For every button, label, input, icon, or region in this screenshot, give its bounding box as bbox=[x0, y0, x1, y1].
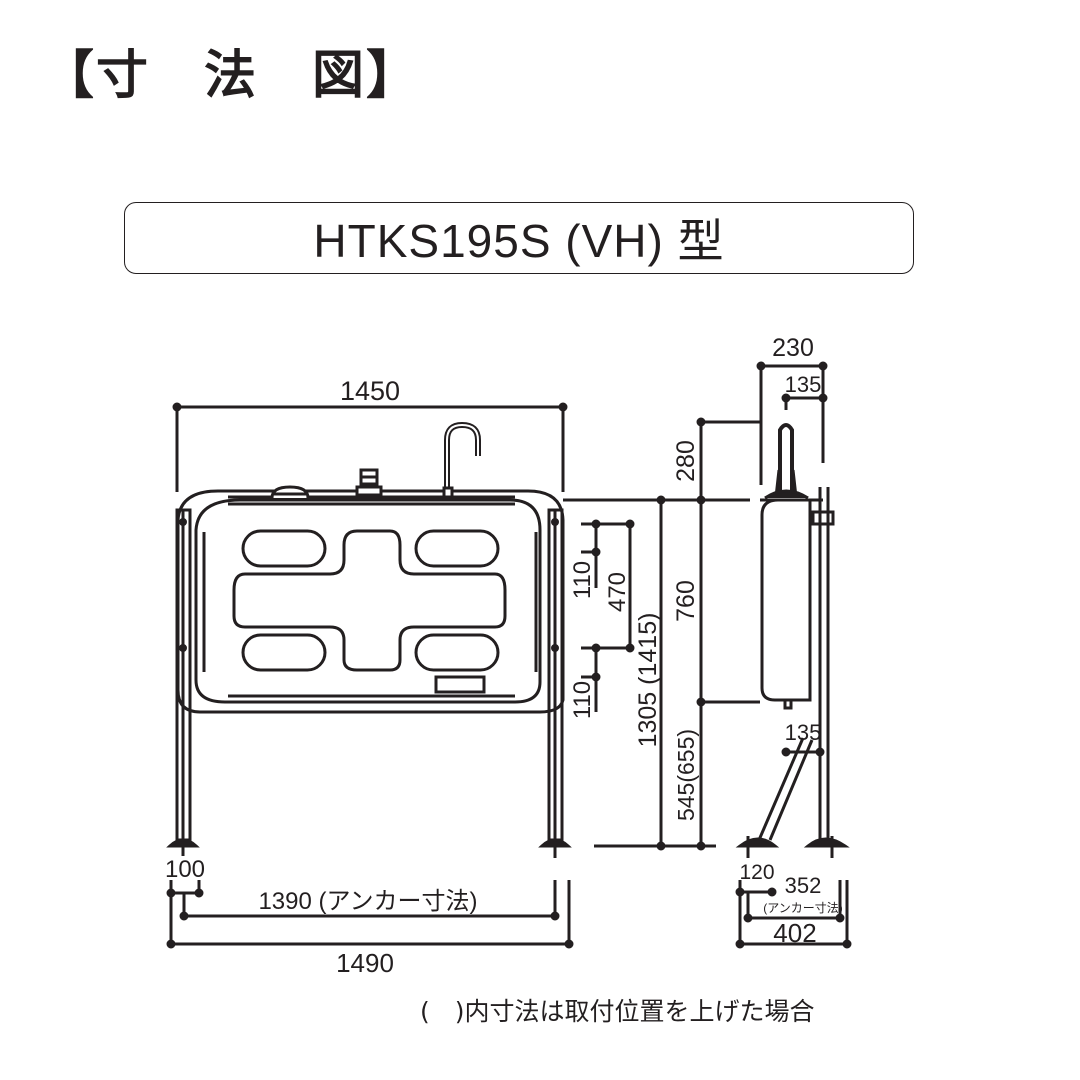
dim-120-label: 120 bbox=[739, 861, 774, 884]
dim-1305 bbox=[563, 495, 750, 851]
side-legs bbox=[735, 487, 850, 858]
dim-135-top-label: 135 bbox=[785, 372, 822, 397]
dim-352-note: (アンカー寸法) bbox=[763, 901, 843, 915]
dim-230-135 bbox=[756, 361, 828, 485]
dim-352-label: 352 bbox=[785, 873, 822, 898]
dim-135-brace bbox=[781, 747, 825, 757]
page-heading: 【寸 法 図】 bbox=[42, 46, 421, 106]
dim-bottom-side bbox=[735, 880, 852, 949]
dim-402-label: 402 bbox=[773, 918, 816, 948]
dim-1450 bbox=[172, 402, 568, 492]
dim-1490-label: 1490 bbox=[336, 948, 394, 978]
model-title-box: HTKS195S (VH) 型 bbox=[124, 202, 914, 274]
dim-1450-label: 1450 bbox=[340, 376, 400, 406]
side-tank bbox=[760, 423, 823, 710]
front-view: 1450 bbox=[165, 376, 750, 978]
dim-470-label: 470 bbox=[604, 572, 631, 612]
footnote: ( )内寸法は取付位置を上げた場合 bbox=[420, 997, 815, 1026]
dim-280-label: 280 bbox=[672, 440, 700, 482]
side-view: 230 135 280 760 545(655) bbox=[672, 334, 852, 949]
dim-470-110 bbox=[581, 519, 635, 712]
front-legs bbox=[166, 508, 572, 858]
dim-1390-label: 1390 (アンカー寸法) bbox=[258, 888, 477, 915]
dim-bottom-front bbox=[166, 880, 574, 949]
dim-280-760-545 bbox=[696, 417, 761, 851]
model-title: HTKS195S (VH) 型 bbox=[313, 215, 725, 267]
dim-760-label: 760 bbox=[672, 580, 700, 622]
dim-110-lower-label: 110 bbox=[569, 681, 596, 719]
tank-fittings bbox=[270, 421, 481, 499]
tank-emboss-pattern bbox=[232, 529, 507, 694]
dim-110-upper-label: 110 bbox=[569, 561, 596, 599]
dim-230-label: 230 bbox=[772, 334, 814, 362]
dim-1305-label: 1305 (1415) bbox=[634, 613, 662, 748]
dim-135-brace-label: 135 bbox=[785, 720, 822, 745]
dim-545-label: 545(655) bbox=[673, 729, 699, 821]
dim-100-label: 100 bbox=[165, 856, 205, 883]
